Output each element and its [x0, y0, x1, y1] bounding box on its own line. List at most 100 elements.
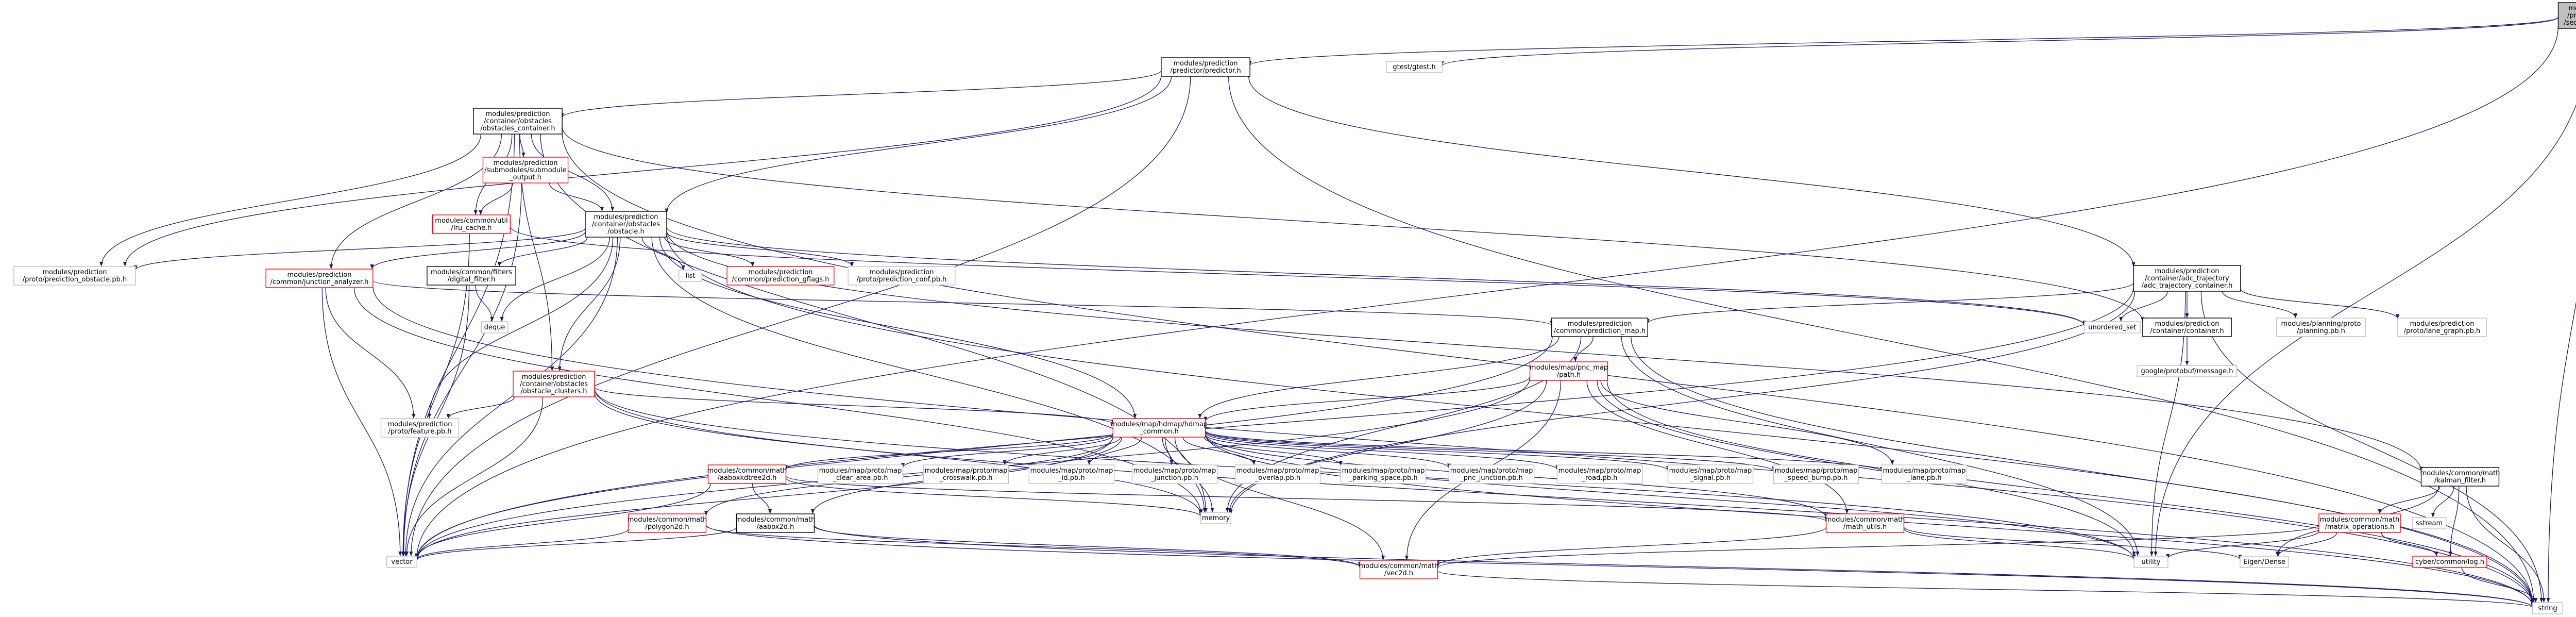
edge-obstacle-clusters-to-hdmap-common — [594, 387, 1115, 425]
edge-pnc-path-to-string — [1606, 380, 2535, 605]
edge-matrix-ops-to-cyber-log — [2381, 532, 2438, 557]
node-prediction-map[interactable]: modules/prediction/common/prediction_map… — [1551, 318, 1648, 337]
node-box — [1200, 512, 1231, 524]
edge-math-utils-to-eigen — [1903, 526, 2242, 560]
edge-adc-traj-to-vector — [415, 287, 2134, 560]
node-label-line: /obstacles_container.h — [480, 125, 555, 132]
node-label-line: /common/junction_analyzer.h — [270, 278, 369, 286]
edge-root-to-utility — [2154, 104, 2576, 557]
node-map-lane: modules/map/proto/map_lane.pb.h — [1881, 464, 1968, 484]
node-box — [2142, 318, 2232, 337]
node-label-line: modules/map/proto/map — [1133, 467, 1216, 475]
node-box — [2084, 321, 2141, 333]
node-cyber-log[interactable]: cyber/common/log.h — [2412, 556, 2487, 568]
node-unordered-set: unordered_set — [2084, 321, 2141, 333]
edge-submodule-output-to-obstacle — [549, 182, 604, 212]
node-label-line: /lru_cache.h — [451, 224, 492, 232]
node-lru-cache[interactable]: modules/common/util/lru_cache.h — [432, 214, 511, 234]
node-root[interactable]: modules/prediction/predictor/sequence/se… — [2557, 2, 2576, 29]
node-clear-area: modules/map/proto/map_clear_area.pb.h — [817, 464, 904, 484]
node-adc-traj[interactable]: modules/prediction/container/adc_traject… — [2133, 265, 2241, 292]
edge-adc-traj-to-planning — [2222, 291, 2298, 319]
node-gflags[interactable]: modules/prediction/common/prediction_gfl… — [726, 266, 835, 286]
node-math-utils[interactable]: modules/common/math/math_utils.h — [1825, 513, 1905, 533]
node-label-line: /kalman_filter.h — [2434, 477, 2486, 485]
edge-obstacle-clusters-to-string — [594, 388, 2535, 607]
node-vec2d[interactable]: modules/common/math/vec2d.h — [1359, 560, 1439, 579]
node-aaboxkdtree[interactable]: modules/common/math/aaboxkdtree2d.h — [707, 464, 787, 484]
node-label-line: _output.h — [509, 174, 541, 181]
edge-digital-filter-to-deque — [475, 285, 494, 322]
node-submodule-output[interactable]: modules/prediction/submodules/submodule_… — [482, 157, 569, 184]
node-label-line: modules/common/math — [2320, 516, 2400, 524]
node-label-line: _signal.pb.h — [1690, 474, 1731, 482]
edge-obstacle-to-string — [666, 232, 2535, 606]
edge-cyber-log-to-string — [2461, 567, 2538, 603]
node-matrix-ops[interactable]: modules/common/math/matrix_operations.h — [2318, 513, 2401, 533]
node-label-line: modules/common/math — [628, 516, 707, 524]
edge-hdmap-common-to-crosswalk — [1003, 437, 1121, 465]
edge-math-utils-to-vec2d — [1436, 527, 1827, 566]
node-label-line: modules/common/math — [1359, 562, 1439, 570]
node-label-line: modules/prediction — [387, 421, 452, 428]
node-memory: memory — [1200, 512, 1231, 524]
edge-aaboxkdtree-to-memory — [785, 477, 1203, 517]
node-label-line: modules/prediction — [42, 269, 107, 276]
edge-kalman-to-sstream — [2431, 486, 2454, 518]
node-label-line: modules/prediction — [2410, 320, 2474, 328]
edge-obstacle-to-prediction-conf — [666, 231, 854, 267]
edge-predictor-to-prediction-obstacle — [123, 75, 1162, 267]
node-label-line: modules/common/util — [435, 217, 507, 225]
node-label-line: Eigen/Dense — [2243, 558, 2285, 566]
node-label-line: /matrix_operations.h — [2325, 523, 2395, 531]
node-label-line: deque — [484, 324, 505, 331]
edge-junction-analyzer-to-prediction-map — [372, 280, 1553, 326]
node-obstacle-clusters[interactable]: modules/prediction/container/obstacles/o… — [513, 371, 595, 397]
node-planning: modules/planning/proto/planning.pb.h — [2276, 318, 2366, 337]
node-box — [481, 321, 509, 333]
node-map-junction: modules/map/proto/map_junction.pb.h — [1131, 464, 1218, 484]
node-box — [2420, 467, 2500, 487]
edge-predictor-to-obstacle — [665, 76, 1172, 213]
node-box — [628, 513, 707, 533]
node-predictor[interactable]: modules/prediction/predictor/predictor.h — [1161, 57, 1250, 77]
node-box — [482, 157, 569, 184]
node-label-line: /predictor/sequence — [2567, 12, 2576, 20]
edge-adc-traj-to-string — [2200, 291, 2544, 603]
node-box — [1386, 61, 1443, 73]
edge-predictor-to-string — [1228, 76, 2536, 603]
edge-obstacles-container-to-prediction-obstacle — [99, 134, 481, 267]
node-label-line: modules/prediction — [287, 271, 351, 279]
edge-submodule-output-to-vector — [401, 182, 522, 557]
edge-adc-traj-to-unordered-set — [2119, 291, 2168, 322]
node-box — [1340, 464, 1427, 484]
node-container[interactable]: modules/prediction/container/container.h — [2142, 318, 2232, 337]
node-box — [2412, 556, 2487, 568]
node-label-line: _junction.pb.h — [1150, 474, 1198, 482]
node-pnc-path[interactable]: modules/map/pnc_map/path.h — [1529, 361, 1608, 381]
edge-kalman-to-cyber-log — [2448, 486, 2460, 557]
node-label-line: modules/prediction — [521, 373, 586, 381]
node-box — [1448, 464, 1535, 484]
node-obstacle[interactable]: modules/prediction/container/obstacles/o… — [585, 211, 667, 238]
edge-hdmap-common-to-clear-area — [901, 435, 1113, 468]
node-label-line: modules/planning/proto — [2281, 320, 2361, 328]
node-label-line: /container/obstacles — [484, 118, 552, 125]
node-label-line: /obstacle.h — [607, 228, 645, 236]
node-digital-filter[interactable]: modules/common/filters/digital_filter.h — [427, 266, 516, 286]
node-hdmap-common[interactable]: modules/map/hdmap/hdmap_common.h — [1111, 418, 1208, 438]
node-kalman[interactable]: modules/common/math/kalman_filter.h — [2420, 467, 2500, 487]
edge-obstacle-to-junction-analyzer — [370, 231, 586, 270]
node-obstacles-container[interactable]: modules/prediction/container/obstacles/o… — [473, 108, 563, 135]
node-aabox2d[interactable]: modules/common/math/aabox2d.h — [736, 513, 816, 533]
node-label-line: /digital_filter.h — [448, 276, 496, 284]
node-label-line: /adc_trajectory_container.h — [2142, 282, 2233, 290]
edge-junction-analyzer-to-string — [372, 286, 2535, 606]
node-label-line: /proto/feature.pb.h — [388, 428, 451, 436]
node-junction-analyzer[interactable]: modules/prediction/common/junction_analy… — [265, 269, 374, 288]
edge-obstacles-container-to-vector — [401, 134, 515, 557]
edge-root-to-string — [2546, 302, 2576, 603]
node-map-road: modules/map/proto/map_road.pb.h — [1556, 464, 1643, 484]
node-polygon2d[interactable]: modules/common/math/polygon2d.h — [628, 513, 707, 533]
